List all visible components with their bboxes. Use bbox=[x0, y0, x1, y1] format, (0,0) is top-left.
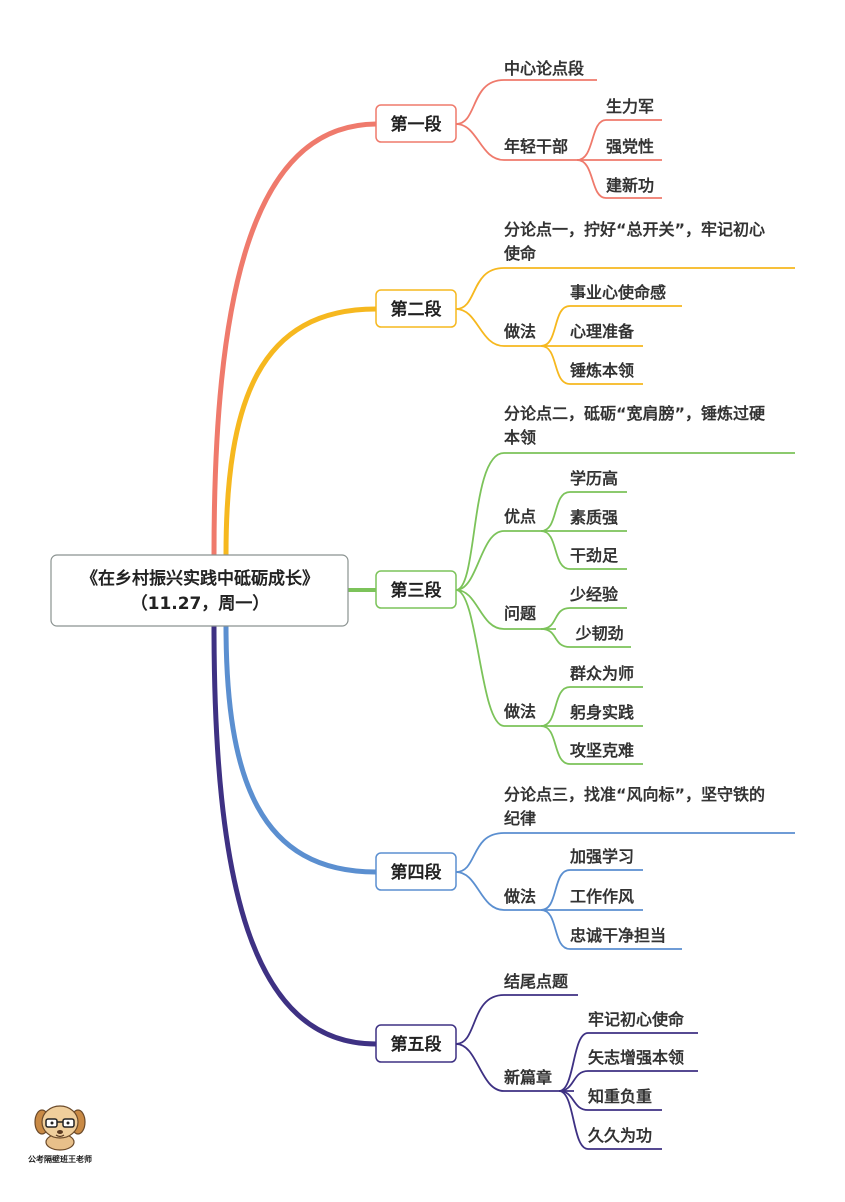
section-3-item: 学历高 bbox=[570, 469, 618, 488]
section-2-item: 锤炼本领 bbox=[570, 361, 634, 380]
section-3-group: 做法 bbox=[503, 702, 536, 721]
section-2-item: 心理准备 bbox=[570, 322, 635, 341]
section-4-group: 做法 bbox=[503, 887, 536, 906]
section-3-item: 素质强 bbox=[570, 508, 618, 527]
section-3-label: 第三段 bbox=[391, 580, 442, 601]
section-1-lead: 中心论点段 bbox=[504, 59, 585, 78]
section-5-lead: 结尾点题 bbox=[503, 972, 569, 991]
section-2-item: 事业心使命感 bbox=[570, 283, 666, 302]
branch-line-1 bbox=[211, 121, 379, 558]
section-3-group: 问题 bbox=[504, 604, 537, 623]
section-4-item: 加强学习 bbox=[569, 847, 634, 866]
section-5-label: 第五段 bbox=[391, 1034, 442, 1055]
branch-line-2 bbox=[223, 306, 379, 558]
section-2-lead: 分论点一，拧好“总开关”，牢记初心 bbox=[504, 220, 765, 239]
section-1-group: 年轻干部 bbox=[504, 137, 568, 156]
section-2-group: 做法 bbox=[503, 322, 536, 341]
section-4 bbox=[455, 832, 795, 950]
section-3-item: 少韧劲 bbox=[570, 624, 624, 643]
section-3-group: 优点 bbox=[504, 507, 536, 526]
root-subtitle: （11.27，周一） bbox=[131, 593, 270, 614]
section-4-lead-cont: 纪律 bbox=[504, 809, 536, 828]
section-5-item: 矢志增强本领 bbox=[588, 1048, 684, 1067]
section-4-label: 第四段 bbox=[391, 862, 442, 883]
section-5-group: 新篇章 bbox=[504, 1068, 552, 1087]
section-1-item: 建新功 bbox=[606, 176, 654, 195]
section-3-lead: 分论点二，砥砺“宽肩膀”，锤炼过硬 bbox=[504, 404, 766, 423]
section-4-item: 工作作风 bbox=[570, 887, 634, 906]
section-4-item: 忠诚干净担当 bbox=[570, 926, 666, 945]
section-1 bbox=[455, 79, 662, 199]
section-5-item: 知重负重 bbox=[588, 1087, 652, 1106]
section-3-item: 攻坚克难 bbox=[570, 741, 634, 760]
section-1-item: 强党性 bbox=[606, 137, 654, 156]
section-4-lead: 分论点三，找准“风向标”，坚守铁的 bbox=[504, 785, 765, 804]
section-1-item: 生力军 bbox=[606, 97, 654, 116]
section-3 bbox=[455, 452, 795, 765]
root-title: 《在乡村振兴实践中砥砺成长》 bbox=[81, 568, 319, 589]
section-2-lead-cont: 使命 bbox=[503, 244, 537, 263]
section-3-item: 少经验 bbox=[569, 585, 619, 604]
section-3-lead-cont: 本领 bbox=[504, 428, 536, 447]
section-2 bbox=[455, 267, 795, 385]
section-5-item: 久久为功 bbox=[588, 1126, 652, 1145]
section-1-label: 第一段 bbox=[391, 114, 442, 135]
section-2-label: 第二段 bbox=[391, 299, 442, 320]
watermark-logo: 公考隔壁班王老师 bbox=[18, 1102, 102, 1165]
section-3-item: 群众为师 bbox=[570, 664, 634, 683]
section-3-item: 干劲足 bbox=[570, 546, 619, 565]
watermark-text: 公考隔壁班王老师 bbox=[28, 1155, 92, 1164]
section-3-item: 躬身实践 bbox=[570, 703, 634, 722]
branch-line-4 bbox=[223, 622, 379, 875]
dog-mascot-icon bbox=[34, 1105, 86, 1151]
section-5-item: 牢记初心使命 bbox=[588, 1010, 685, 1029]
root-node: 《在乡村振兴实践中砥砺成长》 （11.27，周一） bbox=[50, 554, 349, 627]
section-5 bbox=[455, 994, 698, 1150]
branch-line-5 bbox=[211, 622, 379, 1047]
